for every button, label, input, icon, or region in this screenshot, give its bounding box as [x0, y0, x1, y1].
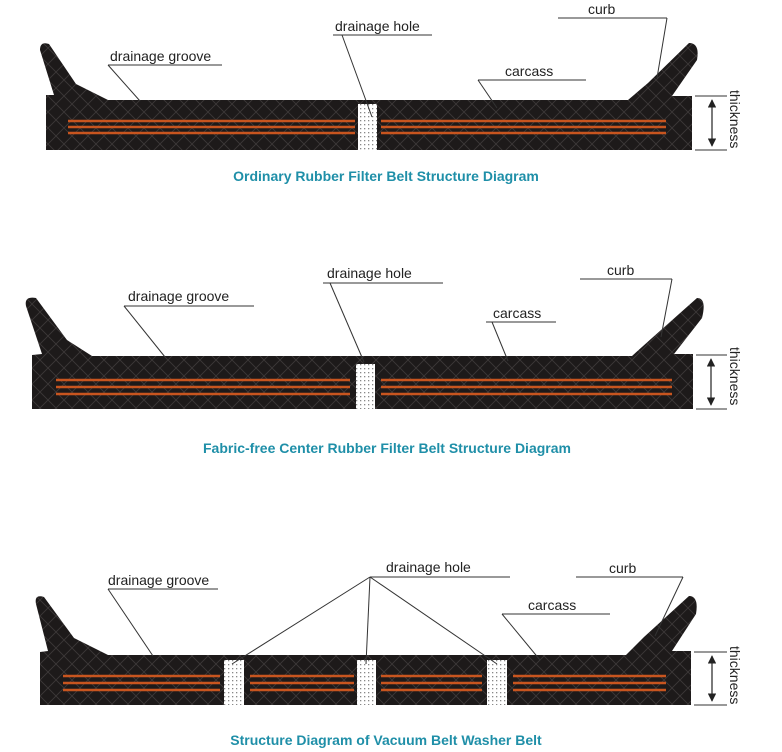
carcass-layers — [56, 378, 672, 396]
drainage-hole-shape — [356, 364, 375, 409]
label-drainage-hole: drainage hole — [327, 265, 412, 281]
drainage-hole-shape — [358, 104, 377, 150]
label-carcass: carcass — [528, 597, 576, 613]
label-carcass: carcass — [493, 305, 541, 321]
drainage-hole-shape — [357, 660, 376, 705]
caption-fabric-free-belt: Fabric-free Center Rubber Filter Belt St… — [203, 440, 571, 456]
diagram-fabric-free-belt: drainage hole drainage groove curb carca… — [25, 262, 743, 456]
label-drainage-groove: drainage groove — [108, 572, 209, 588]
diagram-vacuum-washer-belt: drainage hole drainage groove curb carca… — [35, 559, 743, 748]
belt-body — [35, 596, 697, 705]
label-drainage-hole: drainage hole — [335, 18, 420, 34]
caption-vacuum-washer-belt: Structure Diagram of Vacuum Belt Washer … — [230, 732, 542, 748]
label-thickness: thickness — [727, 646, 743, 704]
diagram-ordinary-belt: drainage hole drainage groove curb carca… — [40, 1, 743, 184]
carcass-layers — [68, 119, 666, 135]
label-curb: curb — [588, 1, 615, 17]
caption-ordinary-belt: Ordinary Rubber Filter Belt Structure Di… — [233, 168, 539, 184]
drainage-hole-shape — [224, 660, 244, 705]
label-drainage-hole: drainage hole — [386, 559, 471, 575]
carcass-layers — [63, 674, 666, 692]
label-drainage-groove: drainage groove — [110, 48, 211, 64]
label-curb: curb — [609, 560, 636, 576]
label-thickness: thickness — [727, 90, 743, 148]
label-drainage-groove: drainage groove — [128, 288, 229, 304]
belt-body — [40, 43, 698, 150]
label-carcass: carcass — [505, 63, 553, 79]
label-curb: curb — [607, 262, 634, 278]
label-thickness: thickness — [727, 347, 743, 405]
drainage-hole-shape — [487, 660, 507, 705]
